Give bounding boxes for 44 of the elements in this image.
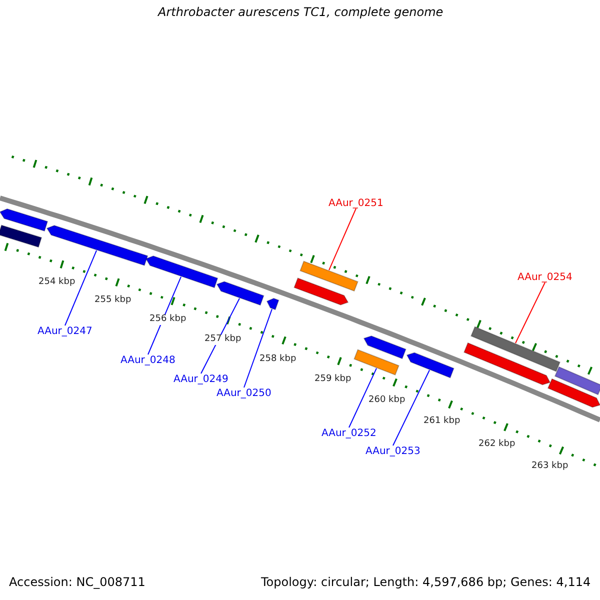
gene-label: AAur_0251: [328, 198, 384, 208]
leader-line: [64, 250, 97, 326]
gene-feature: [354, 349, 400, 376]
leader-line: [392, 370, 430, 446]
leader-line: [328, 208, 356, 271]
scale-label: 262 kbp: [478, 440, 516, 450]
scale-label: 256 kbp: [150, 315, 186, 325]
gene-feature: [463, 342, 551, 386]
leader-line: [244, 308, 272, 388]
gene-feature: [294, 277, 349, 306]
gene-feature: [266, 298, 280, 310]
scale-label: 258 kbp: [260, 355, 296, 365]
gene-feature: [300, 260, 358, 292]
scale-label: 254 kbp: [38, 278, 76, 288]
gene-feature: [0, 224, 42, 248]
scale-label: 261 kbp: [424, 417, 460, 427]
gene-label: AAur_0247: [38, 326, 92, 336]
gene-label: AAur_0253: [366, 446, 420, 456]
gene-feature: [554, 366, 600, 396]
scale-label: 255 kbp: [94, 296, 132, 306]
gene-feature: [46, 224, 148, 266]
gene-label: AAur_0252: [322, 428, 376, 438]
gene-feature: [470, 326, 561, 372]
gene-label: AAur_0248: [120, 354, 176, 366]
gene-label: AAur_0254: [518, 272, 572, 282]
scale-label: 257 kbp: [204, 335, 242, 345]
footer-text: Topology: circular; Length: 4,597,686 bp; Genes: 4,114: [261, 576, 591, 589]
leader-line: [348, 368, 377, 428]
diagram-title: Arthrobacter aurescens TC1, complete genome: [158, 6, 444, 19]
gene-feature: [216, 281, 264, 306]
gene-feature: [363, 335, 406, 360]
scale-label: 259 kbp: [314, 375, 352, 385]
gene-feature: [145, 255, 218, 288]
leader-line: [200, 298, 240, 374]
gene-feature: [0, 208, 48, 232]
leader-line: [515, 282, 546, 344]
gene-feature: [547, 378, 600, 408]
scale-label: 260 kbp: [368, 396, 406, 406]
footer-text: Accession: NC_008711: [9, 576, 146, 589]
gene-label: AAur_0250: [216, 388, 272, 398]
leader-line: [148, 276, 182, 355]
gene-feature: [406, 352, 454, 378]
scale-label: 263 kbp: [532, 462, 568, 472]
gene-label: AAur_0249: [174, 374, 228, 384]
